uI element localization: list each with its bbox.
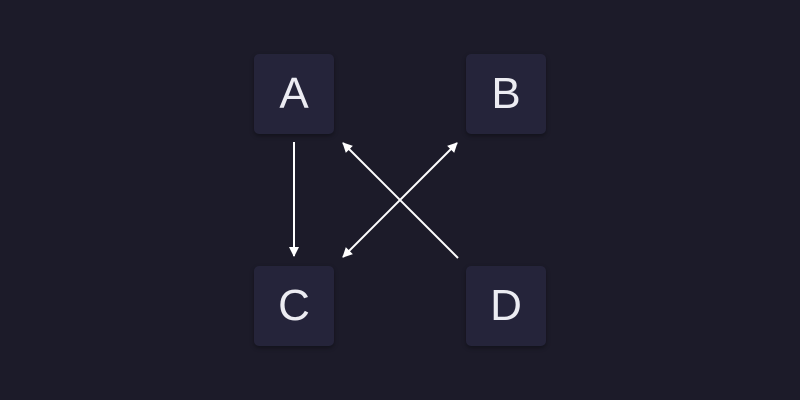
node-c-label: C [278,281,310,330]
node-c[interactable]: C [254,266,334,346]
node-d[interactable]: D [466,266,546,346]
node-d-label: D [490,281,522,330]
edge-b-c-bidirectional [342,142,458,258]
node-b[interactable]: B [466,54,546,134]
edge-d-to-a [342,142,459,259]
node-a-label: A [279,69,309,118]
node-a[interactable]: A [254,54,334,134]
node-b-label: B [491,69,521,118]
